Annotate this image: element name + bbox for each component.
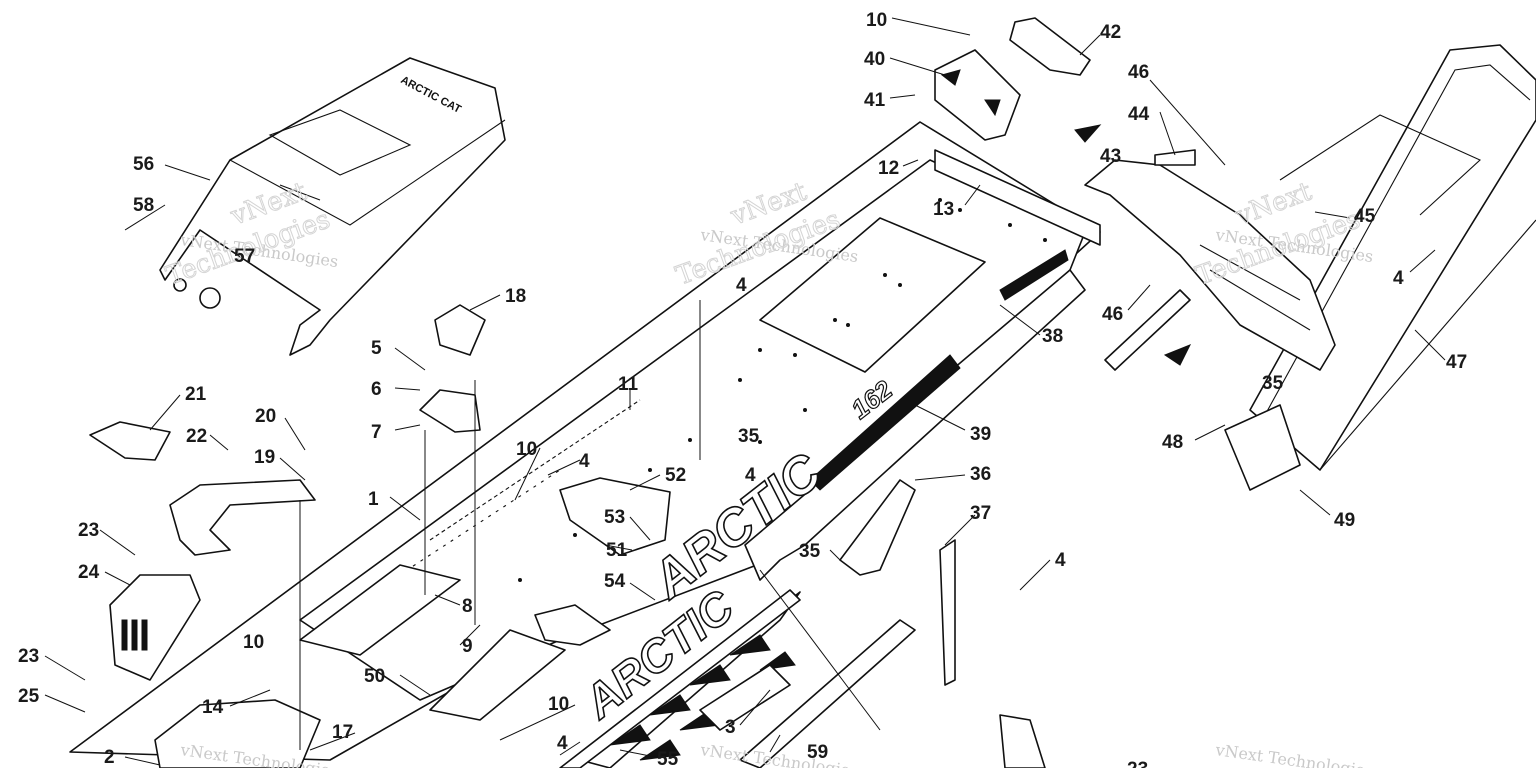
callout-4: 4	[745, 465, 756, 486]
callout-51: 51	[606, 540, 628, 561]
running-boards	[299, 477, 671, 721]
callout-8: 8	[462, 596, 473, 617]
callout-24: 24	[78, 562, 100, 583]
callout-56: 56	[133, 154, 154, 175]
callout-23: 23	[78, 520, 99, 541]
callout-49: 49	[1334, 510, 1355, 531]
callout-45: 45	[1354, 206, 1376, 227]
bracket-36	[839, 479, 916, 576]
callout-14: 14	[202, 697, 224, 718]
callout-54: 54	[604, 571, 626, 592]
callout-21: 21	[185, 384, 207, 405]
callout-48: 48	[1162, 432, 1183, 453]
tunnel-assembly: 162 ARCTIC ARCTIC	[69, 121, 1101, 761]
cover-18	[434, 304, 486, 356]
lower-left-assembly	[154, 699, 321, 768]
callout-4: 4	[579, 451, 590, 472]
callout-35: 35	[738, 426, 760, 447]
callout-4: 4	[736, 275, 747, 296]
callout-20: 20	[255, 406, 276, 427]
rod-37	[939, 539, 956, 686]
callout-18: 18	[505, 286, 526, 307]
rear-rail-bracket	[934, 149, 1101, 246]
callout-12: 12	[878, 158, 899, 179]
callout-55: 55	[657, 749, 679, 768]
svg-text:vNext Technologies: vNext Technologies	[1213, 740, 1374, 768]
callout-10: 10	[548, 694, 569, 715]
callout-11: 11	[618, 374, 639, 395]
callout-44: 44	[1128, 104, 1150, 125]
seat: ARCTIC CAT	[159, 57, 506, 356]
rivet-holes	[518, 198, 1047, 582]
callout-57: 57	[234, 246, 255, 267]
direction-arrow	[1163, 344, 1192, 366]
callout-19: 19	[254, 447, 275, 468]
callout-4: 4	[1055, 550, 1066, 571]
callout-58: 58	[133, 195, 154, 216]
callout-46: 46	[1128, 62, 1149, 83]
grab-handle	[169, 479, 316, 556]
callout-labels: 10 42 40 41 46 44 43 12 13 45 4 46 47 56…	[18, 10, 1467, 768]
bracket-7	[419, 389, 481, 433]
callout-13: 13	[933, 199, 954, 220]
bracket-54	[534, 604, 611, 646]
callout-6: 6	[371, 379, 382, 400]
callout-10: 10	[243, 632, 264, 653]
callout-53: 53	[604, 507, 625, 528]
callout-17: 17	[332, 722, 353, 743]
callout-10: 10	[866, 10, 887, 31]
callout-4: 4	[557, 733, 568, 754]
callout-50: 50	[364, 666, 385, 687]
callout-3: 3	[725, 717, 736, 738]
callout-22: 22	[186, 426, 207, 447]
callout-36: 36	[970, 464, 991, 485]
callout-23: 23	[1127, 759, 1148, 768]
lower-bracket	[999, 714, 1046, 768]
callout-35: 35	[799, 541, 821, 562]
callout-41: 41	[864, 90, 886, 111]
rear-bracket	[934, 17, 1091, 141]
callout-46: 46	[1102, 304, 1123, 325]
leader-lines	[44, 17, 1446, 766]
callout-23: 23	[18, 646, 39, 667]
callout-42: 42	[1100, 22, 1121, 43]
callout-2: 2	[104, 747, 115, 768]
callout-4: 4	[1393, 268, 1404, 289]
callout-37: 37	[970, 503, 991, 524]
bracket-3	[699, 664, 791, 731]
direction-arrow	[1074, 124, 1102, 143]
callout-25: 25	[18, 686, 40, 707]
callout-52: 52	[665, 465, 686, 486]
callout-39: 39	[970, 424, 991, 445]
callout-5: 5	[371, 338, 382, 359]
callout-1: 1	[368, 489, 379, 510]
skid-bracket	[1224, 404, 1301, 491]
tail-light-housing	[1084, 149, 1336, 371]
rail-59	[739, 619, 916, 768]
shield-24	[109, 574, 201, 681]
callout-9: 9	[462, 636, 473, 657]
shield-slots	[121, 619, 148, 651]
callout-35: 35	[1262, 373, 1284, 394]
callout-43: 43	[1100, 146, 1121, 167]
callout-7: 7	[371, 422, 382, 443]
cover-21	[89, 421, 171, 461]
callout-10: 10	[516, 439, 537, 460]
callout-38: 38	[1042, 326, 1063, 347]
callout-40: 40	[864, 49, 885, 70]
callout-47: 47	[1446, 352, 1467, 373]
callout-59: 59	[807, 742, 828, 763]
